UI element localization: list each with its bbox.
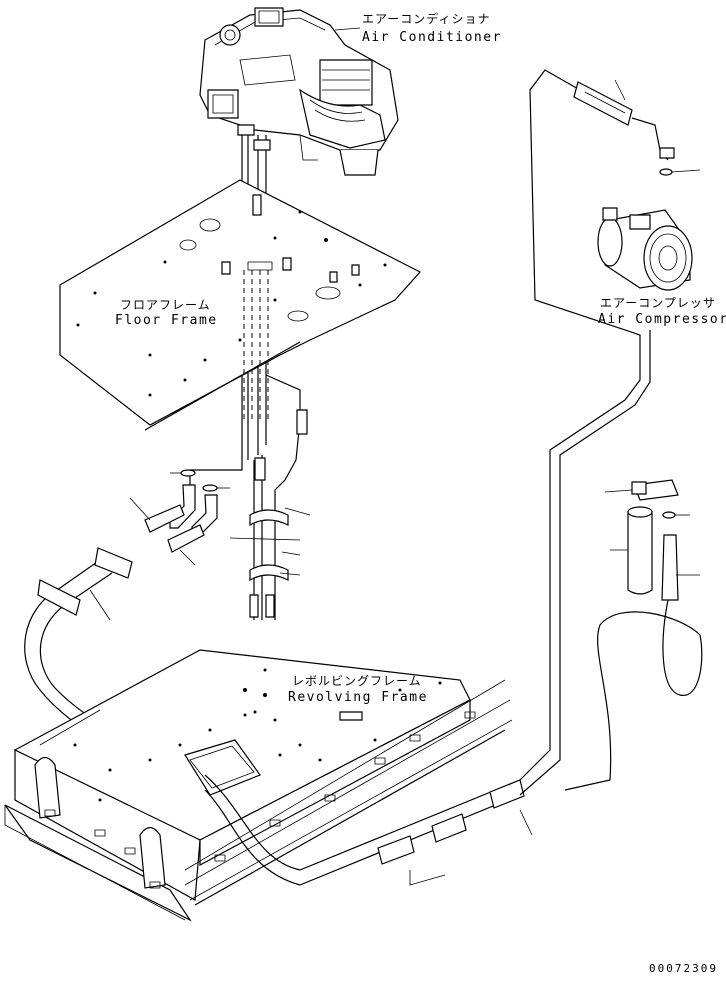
o-ring (181, 470, 195, 476)
air-conditioner-label-en: Air Conditioner (362, 30, 502, 45)
hose-sleeve (145, 505, 184, 532)
air-compressor (598, 208, 692, 290)
air-compressor-label-jp: エアーコンプレッサ (600, 296, 716, 310)
drawing-code: 00072309 (649, 962, 718, 975)
air-compressor-label-en: Air Compressor (598, 312, 726, 327)
revolving-frame-label-en: Revolving Frame (288, 690, 428, 705)
hose-sleeve (168, 525, 204, 552)
revolving-frame (5, 650, 512, 920)
floor-frame-label-en: Floor Frame (115, 313, 218, 328)
compressor-hose (520, 70, 674, 795)
hose-bundle (190, 375, 307, 620)
o-ring (203, 485, 217, 491)
air-conditioner-label-jp: エアーコンディショナ (362, 12, 491, 26)
floor-frame-holes (76, 210, 387, 397)
receiver-drier (565, 480, 702, 790)
revolving-frame-label-jp: レボルビングフレーム (292, 674, 422, 688)
revolving-frame-holes (45, 668, 475, 889)
floor-frame-label-jp: フロアフレーム (120, 298, 211, 312)
o-ring (660, 169, 672, 175)
floor-frame-plate (60, 180, 420, 430)
air-conditioner-unit (200, 8, 398, 460)
